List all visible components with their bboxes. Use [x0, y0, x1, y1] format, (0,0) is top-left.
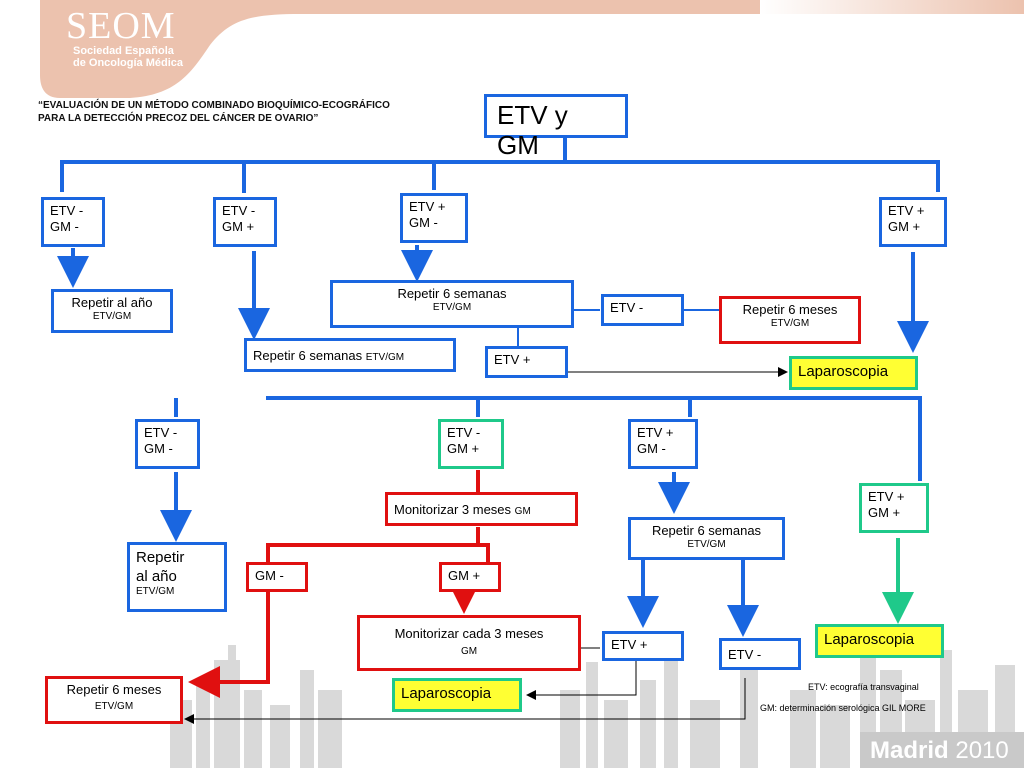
l1-etv-pos-gm-neg: ETV +GM -	[400, 193, 468, 243]
legend-etv: ETV: ecografía transvaginal	[808, 682, 919, 692]
seom-logo: SEOM	[66, 5, 176, 47]
laparoscopy-right: Laparoscopia	[815, 624, 944, 658]
repeat-6-weeks-top: Repetir 6 semanas ETV/GM	[330, 280, 574, 328]
repeat-year-top: Repetir al año ETV/GM	[51, 289, 173, 333]
laparoscopy-top: Laparoscopia	[789, 356, 918, 390]
laparoscopy-bottom: Laparoscopia	[392, 678, 522, 712]
footer-madrid-2010: Madrid 2010	[870, 737, 1009, 764]
footer-band	[860, 732, 1024, 768]
l2-etv-pos-gm-neg: ETV +GM -	[628, 419, 698, 469]
root-node: ETV y GM	[484, 94, 628, 160]
legend-gm: GM: determinación serológica GIL MORE	[760, 703, 926, 713]
monitor-every-3-months: Monitorizar cada 3 meses GM	[357, 615, 581, 671]
study-title: “EVALUACIÓN DE UN MÉTODO COMBINADO BIOQU…	[38, 100, 390, 124]
repeat-year-bottom: Repetir al año ETV/GM	[127, 542, 227, 612]
etv-pos-top: ETV +	[485, 346, 568, 378]
repeat-6-weeks-bottom: Repetir 6 semanas ETV/GM	[628, 517, 785, 560]
l2-etv-pos-gm-pos: ETV +GM +	[859, 483, 929, 533]
gm-neg: GM -	[246, 562, 308, 592]
l2-etv-neg-gm-neg: ETV -GM -	[135, 419, 200, 469]
etv-neg-top: ETV -	[601, 294, 684, 326]
repeat-6-months-top: Repetir 6 meses ETV/GM	[719, 296, 861, 344]
gm-pos: GM +	[439, 562, 501, 592]
repeat-6-months-bottom: Repetir 6 meses ETV/GM	[45, 676, 183, 724]
l1-etv-pos-gm-pos: ETV +GM +	[879, 197, 947, 247]
etv-pos-bottom: ETV +	[602, 631, 684, 661]
l2-etv-neg-gm-pos: ETV -GM +	[438, 419, 504, 469]
etv-neg-bottom: ETV -	[719, 638, 801, 670]
repeat-6-weeks-mid: Repetir 6 semanas ETV/GM	[244, 338, 456, 372]
l1-etv-neg-gm-pos: ETV -GM +	[213, 197, 277, 247]
monitor-3-months: Monitorizar 3 meses GM	[385, 492, 578, 526]
l1-etv-neg-gm-neg: ETV -GM -	[41, 197, 105, 247]
